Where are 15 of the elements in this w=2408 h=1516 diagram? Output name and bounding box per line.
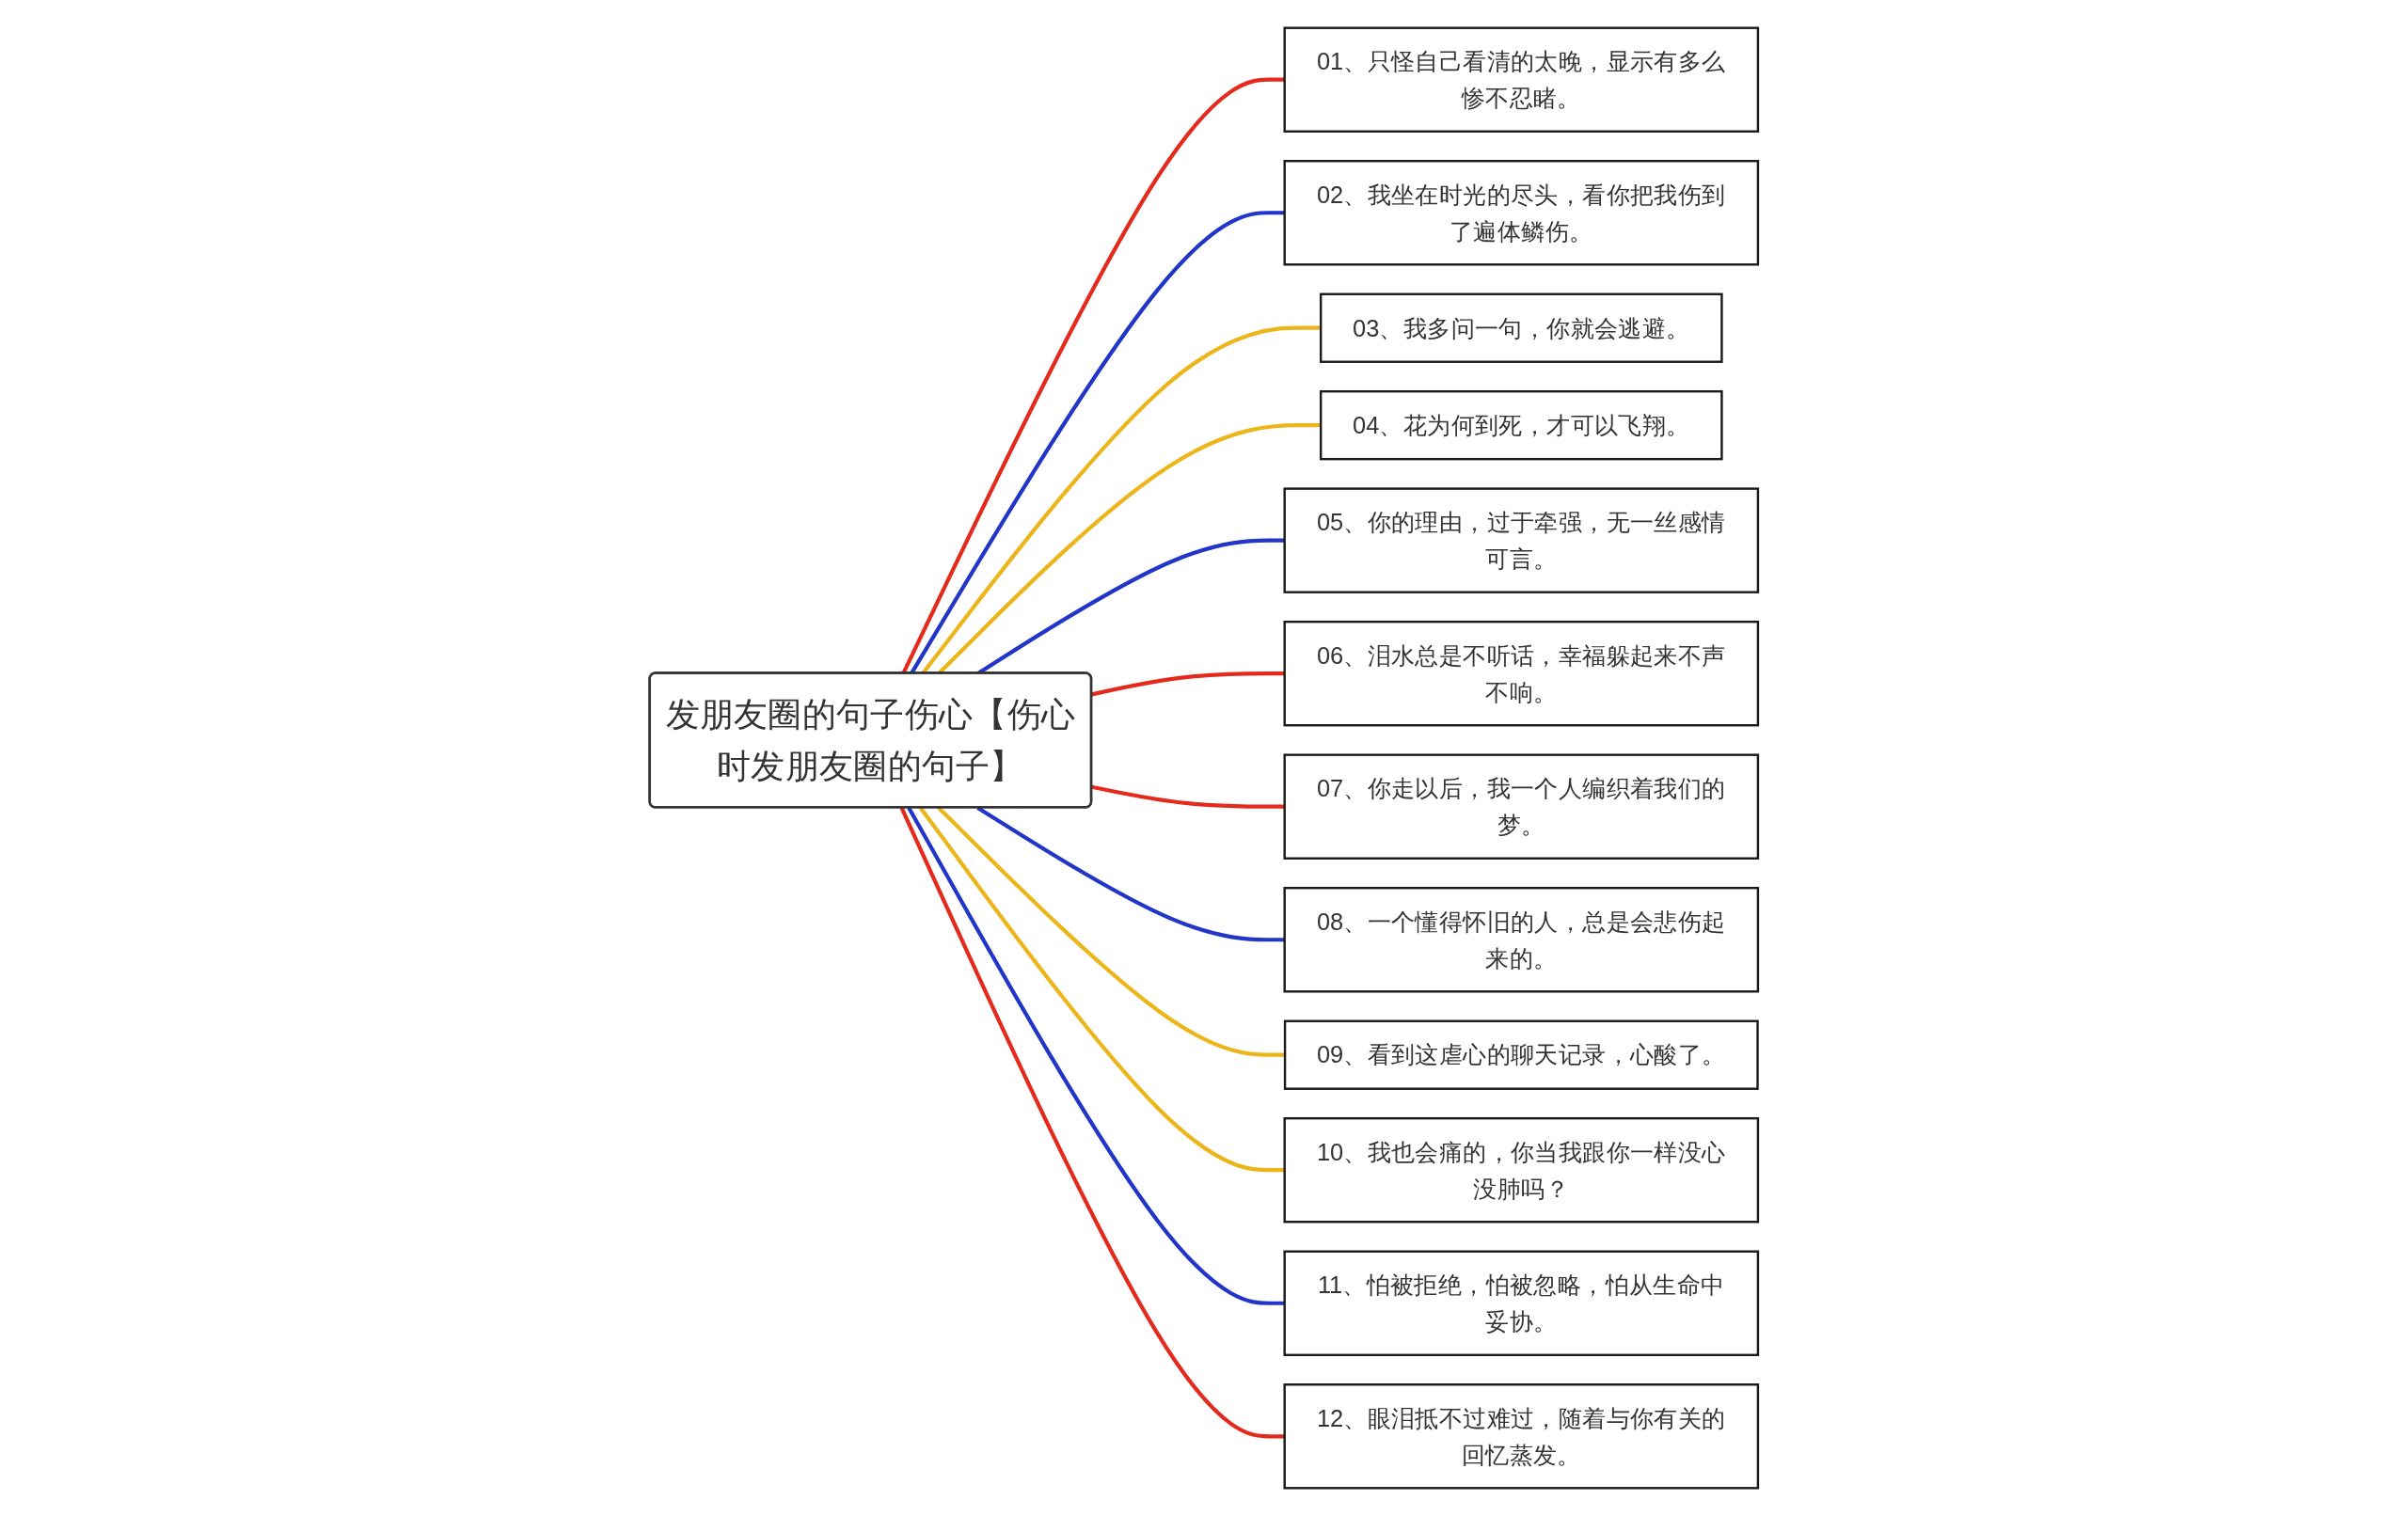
node-box: 08、一个懂得怀旧的人，总是会悲伤起来的。 xyxy=(1283,887,1760,993)
node-box: 12、眼泪抵不过难过，随着与你有关的回忆蒸发。 xyxy=(1283,1383,1760,1490)
connector xyxy=(899,807,1285,1439)
node-box: 06、泪水总是不听话，幸福躲起来不声不响。 xyxy=(1283,620,1760,727)
node-box: 07、你走以后，我一个人编织着我们的梦。 xyxy=(1283,753,1760,860)
node-box: 11、怕被拒绝，怕被忽略，怕从生命中妥协。 xyxy=(1283,1250,1760,1356)
node-box: 01、只怪自己看清的太晚，显示有多么惨不忍睹。 xyxy=(1283,26,1760,133)
node-box: 10、我也会痛的，你当我跟你一样没心没肺吗？ xyxy=(1283,1116,1760,1224)
connector xyxy=(1091,784,1285,809)
connector xyxy=(1091,671,1285,697)
node-box: 03、我多问一句，你就会逃避。 xyxy=(1320,292,1723,363)
node-box: 05、你的理由，过于牵强，无一丝感情可言。 xyxy=(1283,487,1760,593)
node-box: 04、花为何到死，才可以飞翔。 xyxy=(1320,389,1723,461)
node-box: 09、看到这虐心的聊天记录，心酸了。 xyxy=(1284,1019,1759,1090)
node-box: 02、我坐在时光的尽头，看你把我伤到了遍体鳞伤。 xyxy=(1283,160,1760,266)
